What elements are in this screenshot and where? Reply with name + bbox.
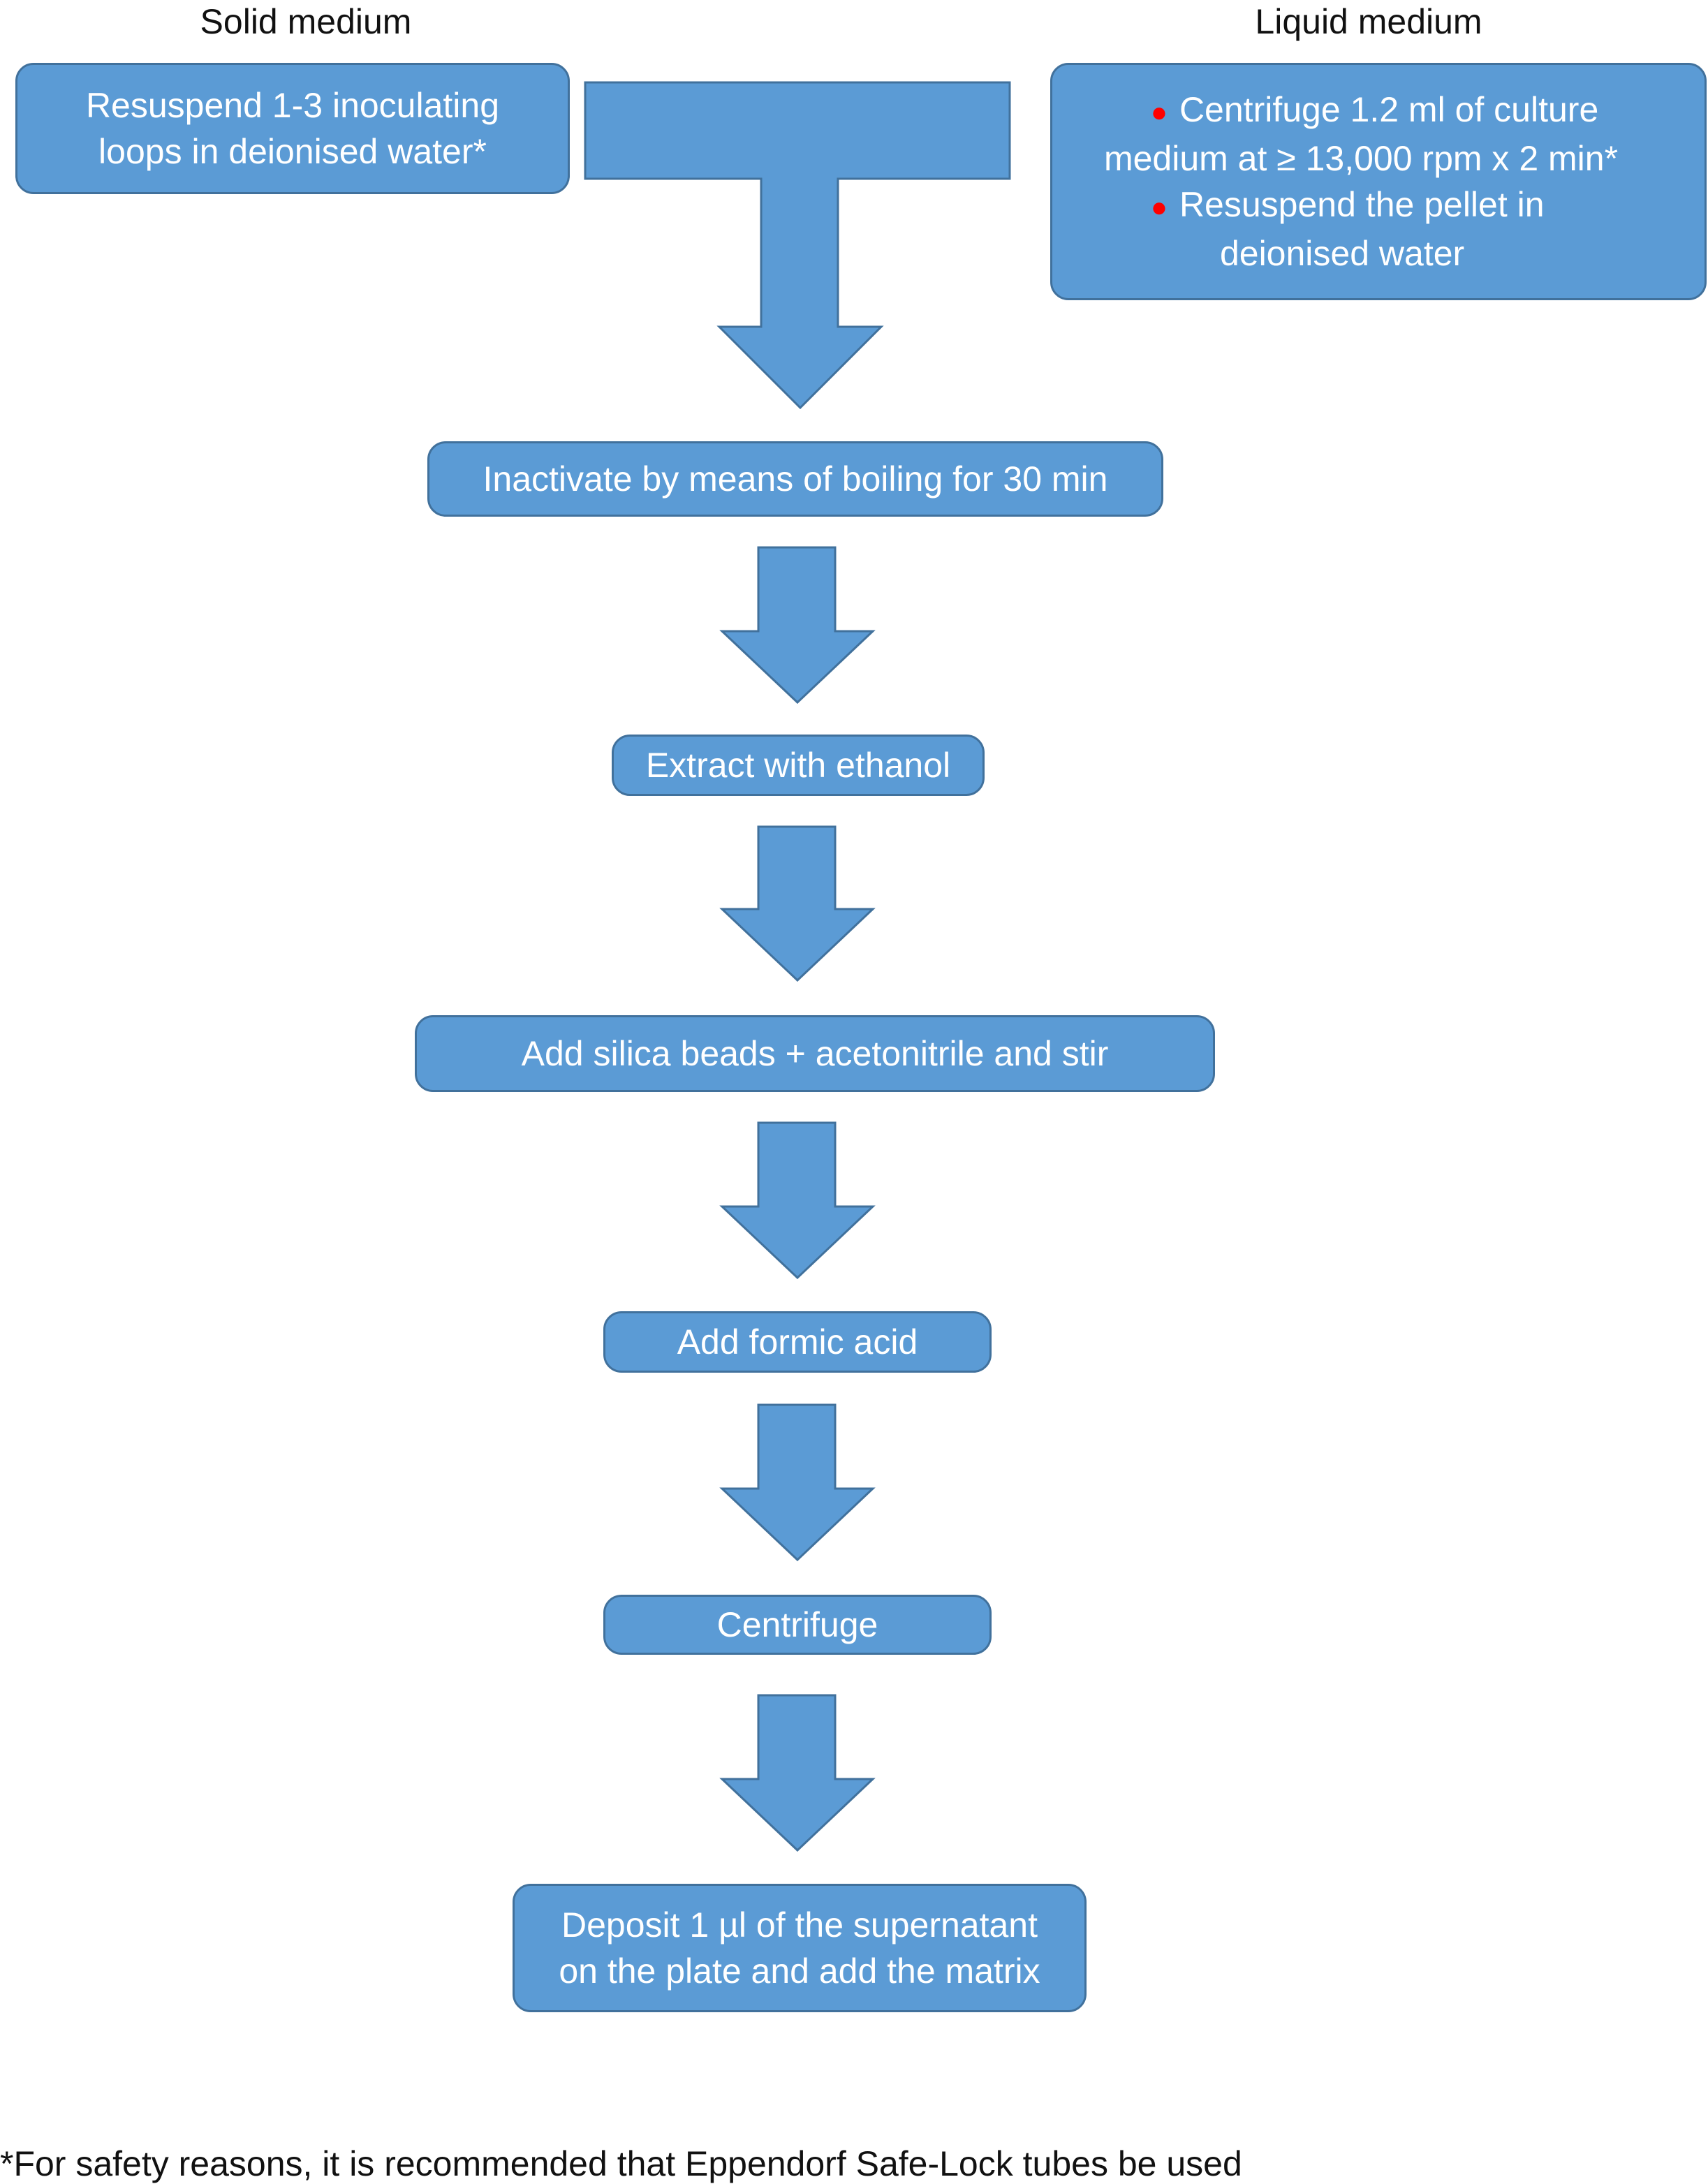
arrow-silica-to-formic: [719, 1121, 876, 1280]
step-inactivate-box: Inactivate by means of boiling for 30 mi…: [427, 441, 1163, 517]
solid-medium-box: Resuspend 1-3 inoculating loops in deion…: [15, 63, 570, 194]
step-extract-box: Extract with ethanol: [612, 735, 985, 796]
step-silica-box: Add silica beads + acetonitrile and stir: [415, 1015, 1215, 1092]
solid-medium-header: Solid medium: [200, 2, 412, 41]
liquid-medium-header: Liquid medium: [1255, 2, 1482, 41]
step-formic-acid-box: Add formic acid: [603, 1311, 992, 1373]
step-centrifuge-box: Centrifuge: [603, 1595, 992, 1655]
arrow-centrifuge-to-deposit: [719, 1694, 876, 1852]
merge-arrow: [584, 81, 1011, 410]
arrow-inactivate-to-extract: [719, 546, 876, 704]
liquid-medium-bullet-list: ●Centrifuge 1.2 ml of culture medium at …: [1104, 87, 1618, 276]
liquid-bullet-item-2-cont: deionised water: [1219, 234, 1465, 273]
red-bullet-icon: ●: [1150, 97, 1168, 128]
liquid-medium-box: ●Centrifuge 1.2 ml of culture medium at …: [1050, 63, 1707, 300]
arrow-extract-to-silica: [719, 825, 876, 982]
solid-medium-text-line1: Resuspend 1-3 inoculating: [85, 86, 500, 125]
liquid-bullet-item-1: ●Centrifuge 1.2 ml of culture: [1139, 87, 1618, 135]
liquid-bullet-item-2: ●Resuspend the pellet in: [1139, 182, 1618, 230]
liquid-bullet-item-1-cont: medium at ≥ 13,000 rpm x 2 min*: [1103, 139, 1619, 178]
red-bullet-icon: ●: [1150, 192, 1168, 223]
step-deposit-box: Deposit 1 µl of the supernatant on the p…: [513, 1884, 1087, 2012]
solid-medium-text-line2: loops in deionised water*: [98, 132, 487, 171]
safety-footnote: *For safety reasons, it is recommended t…: [0, 2144, 1242, 2183]
arrow-formic-to-centrifuge: [719, 1403, 876, 1562]
